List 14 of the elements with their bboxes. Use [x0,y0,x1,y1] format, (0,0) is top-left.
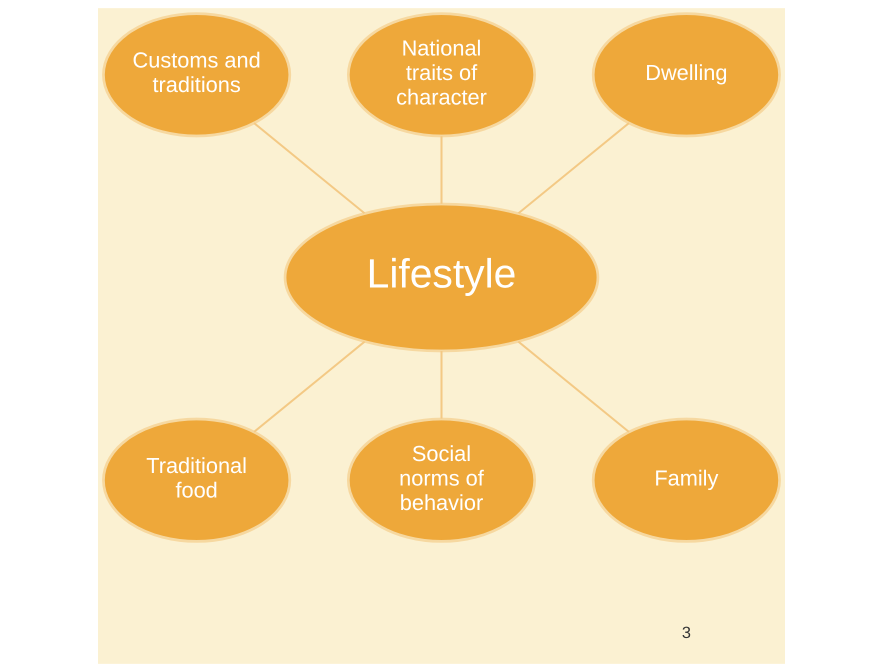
connector [518,340,630,433]
connector [440,136,443,204]
connector [253,122,366,214]
node-ellipse: Customs and traditions [102,12,292,138]
node-ellipse: Family [592,418,781,543]
node-ellipse: Social norms of behavior [346,418,536,543]
connector [518,122,630,214]
connector [253,340,366,433]
node-ellipse: Traditional food [102,418,292,543]
connector [440,351,443,419]
node-ellipse: Lifestyle [284,202,600,352]
node-ellipse: National traits of character [346,12,536,138]
label: 3 [682,624,691,642]
node-ellipse: Dwelling [592,12,781,138]
